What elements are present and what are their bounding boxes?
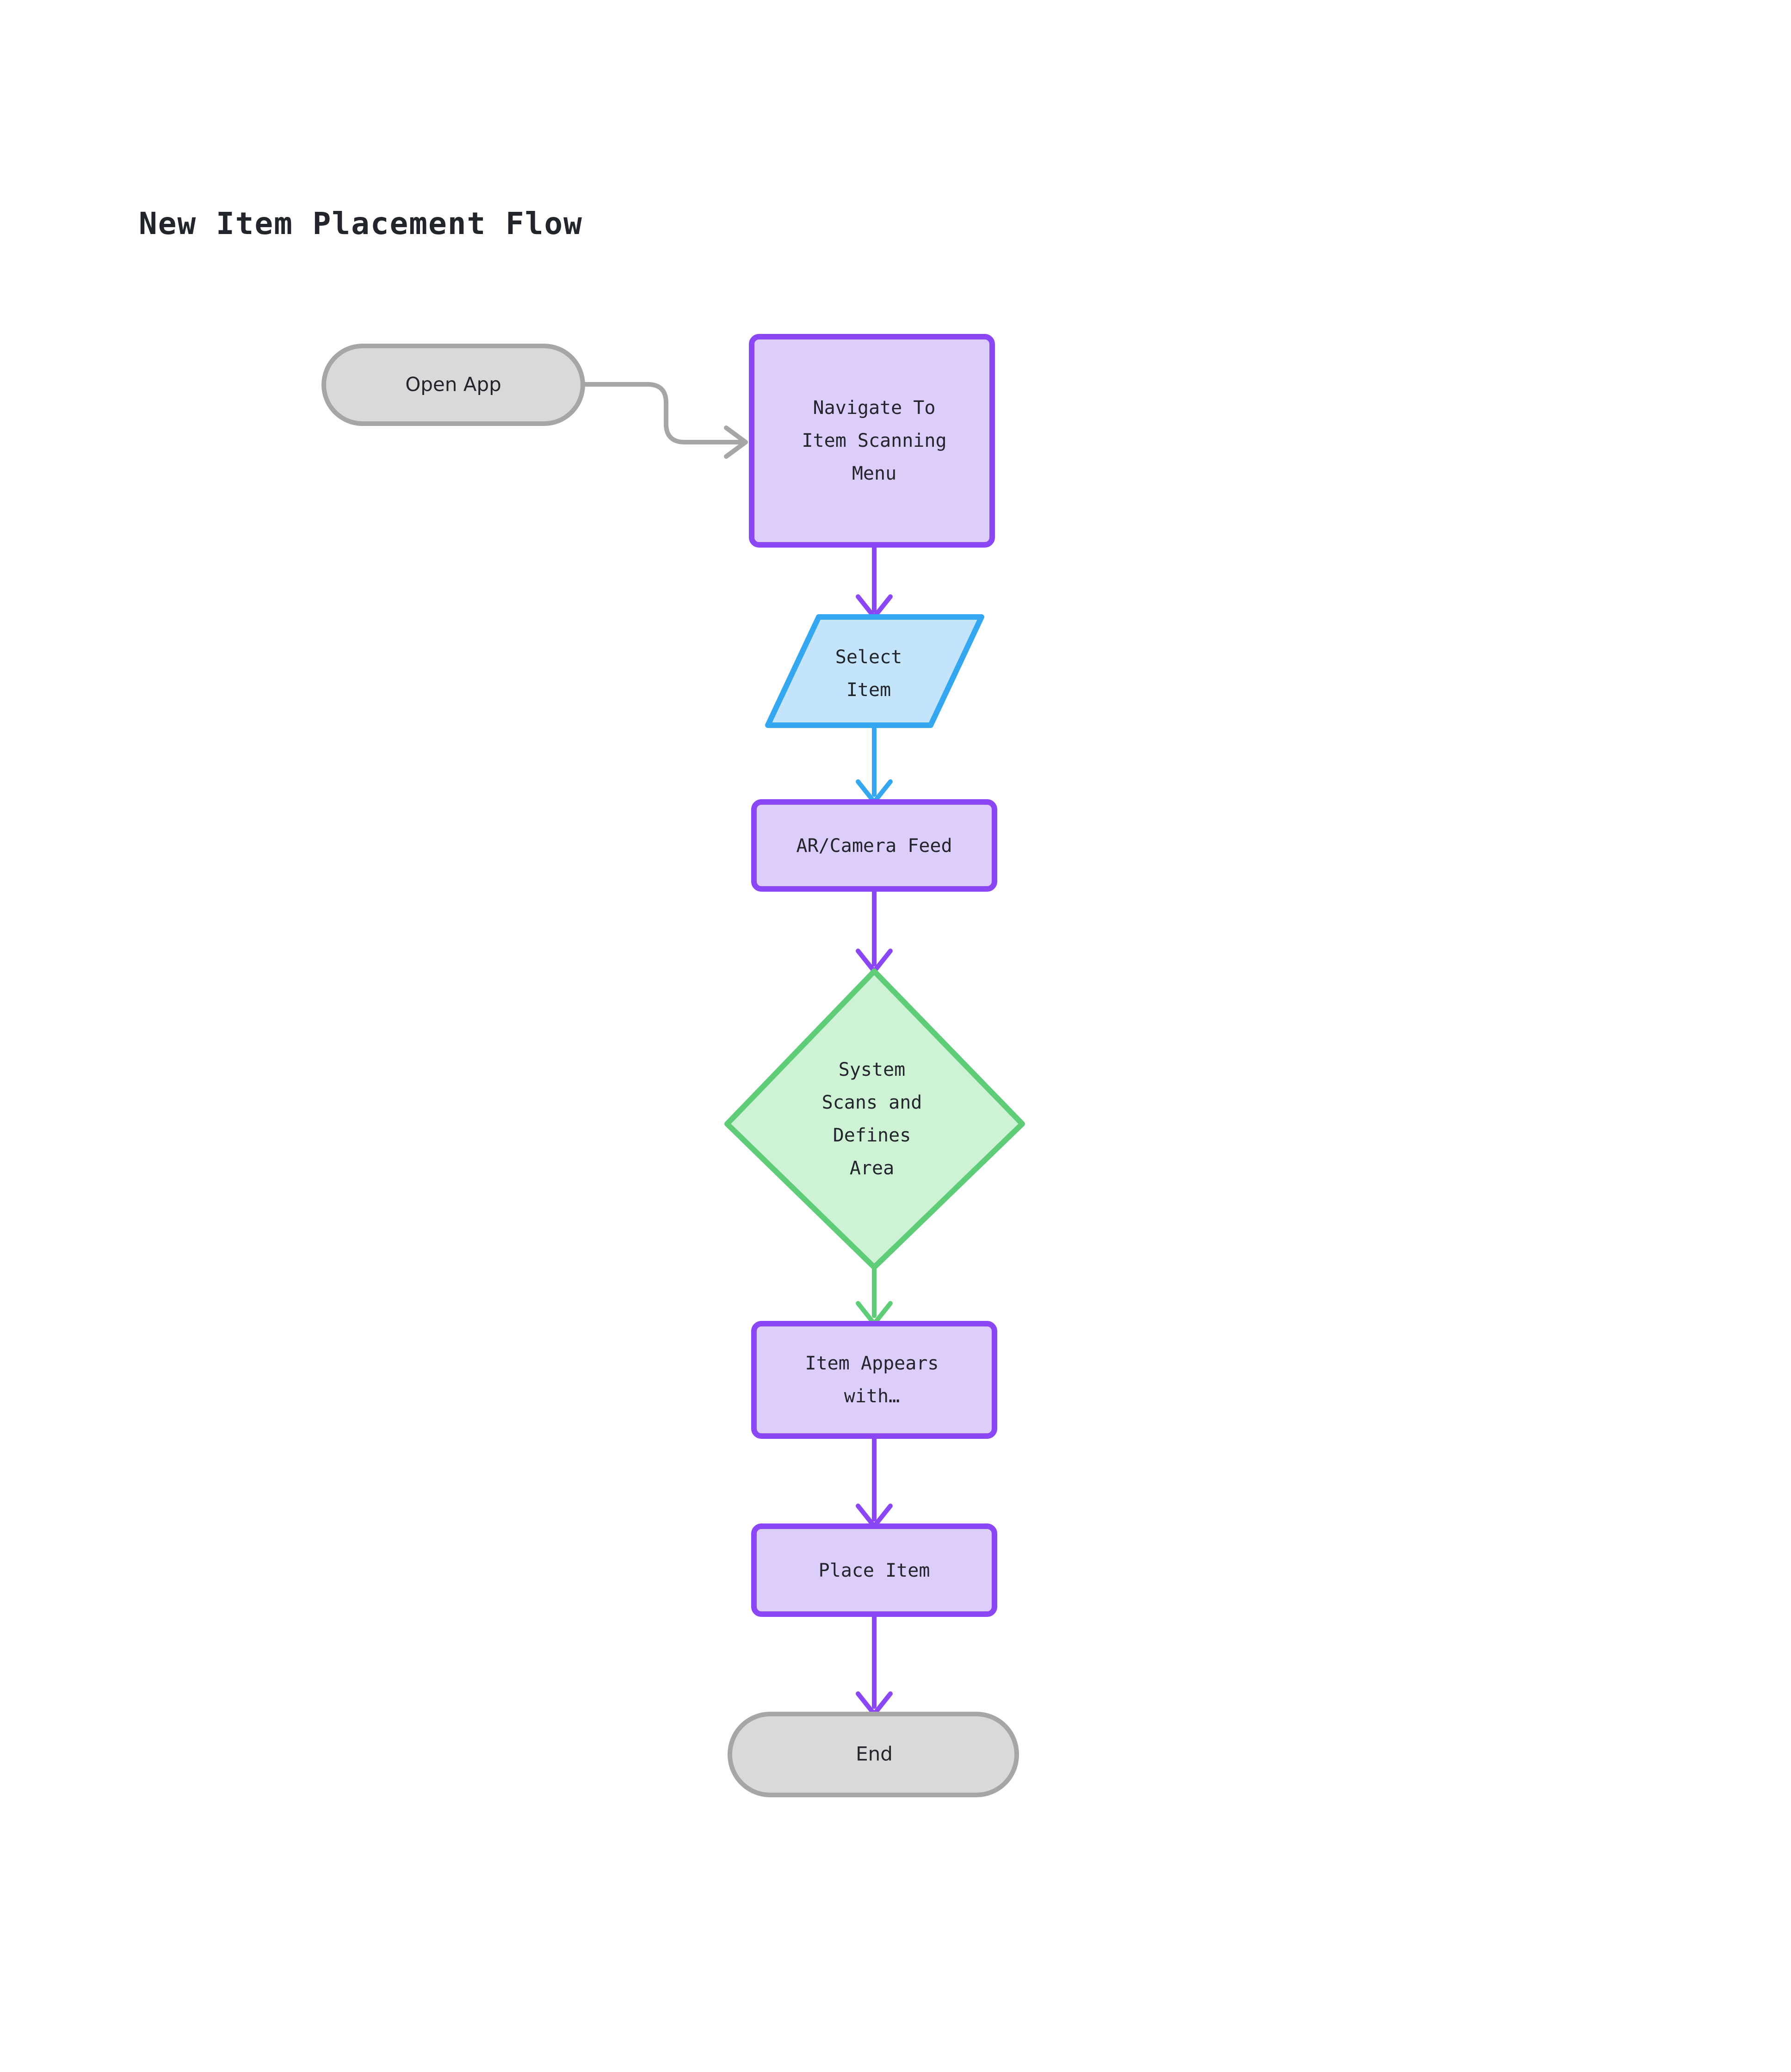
node-shape-diamond[interactable] <box>724 968 1025 1270</box>
node-ar-camera-feed[interactable]: AR/Camera Feed <box>751 799 997 892</box>
node-shape-rect[interactable] <box>751 799 997 892</box>
edge-navigate-to-select-item <box>856 543 893 619</box>
node-shape-stadium[interactable] <box>728 1712 1019 1797</box>
node-label-ar-camera-feed: AR/Camera Feed <box>796 835 952 857</box>
node-item-appears-with[interactable]: Item Appears with… <box>751 1321 997 1439</box>
node-navigate-to-item-scanning-menu[interactable]: Navigate To Item Scanning Menu <box>749 334 995 548</box>
node-end[interactable]: End <box>728 1712 1019 1797</box>
edge-ar-feed-to-system-scan <box>856 887 893 974</box>
node-label-item-appears-line1: Item Appears <box>805 1353 939 1374</box>
node-label-system-scan-line2: Scans and <box>822 1092 922 1113</box>
node-label-navigate-line3: Menu <box>852 463 896 484</box>
node-label-navigate-line1: Navigate To <box>813 397 936 419</box>
node-place-item[interactable]: Place Item <box>751 1523 997 1617</box>
node-label-select-item-line1: Select <box>835 647 902 668</box>
node-label-system-scan-line1: System <box>839 1059 906 1080</box>
edge-system-scan-to-item-appears <box>856 1265 893 1326</box>
node-shape-stadium[interactable] <box>321 344 585 426</box>
node-system-scans-and-defines-area[interactable]: System Scans and Defines Area <box>724 968 1025 1270</box>
node-shape-rect[interactable] <box>751 1321 997 1439</box>
node-shape-rect[interactable] <box>749 334 995 548</box>
node-label-open-app: Open App <box>405 373 501 396</box>
page-title: New Item Placement Flow <box>139 206 583 241</box>
node-shape-parallelogram[interactable] <box>765 614 984 728</box>
node-label-select-item-line2: Item <box>846 679 891 701</box>
node-select-item[interactable]: Select Item <box>765 614 984 728</box>
edge-item-appears-to-place-item <box>856 1434 893 1529</box>
node-label-place-item: Place Item <box>819 1560 930 1581</box>
edge-place-item-to-end <box>856 1612 893 1716</box>
arrow-head-icon <box>724 426 748 459</box>
node-label-system-scan-line4: Area <box>850 1158 894 1179</box>
node-shape-rect[interactable] <box>751 1523 997 1617</box>
edge-open-app-to-navigate <box>581 382 748 459</box>
node-label-end: End <box>856 1743 893 1765</box>
edge-line <box>581 382 742 444</box>
node-open-app[interactable]: Open App <box>321 344 585 426</box>
node-label-system-scan-line3: Defines <box>833 1125 911 1146</box>
edge-select-item-to-ar-feed <box>856 724 893 804</box>
node-label-item-appears-line2: with… <box>844 1386 900 1407</box>
node-label-navigate-line2: Item Scanning <box>802 430 946 451</box>
